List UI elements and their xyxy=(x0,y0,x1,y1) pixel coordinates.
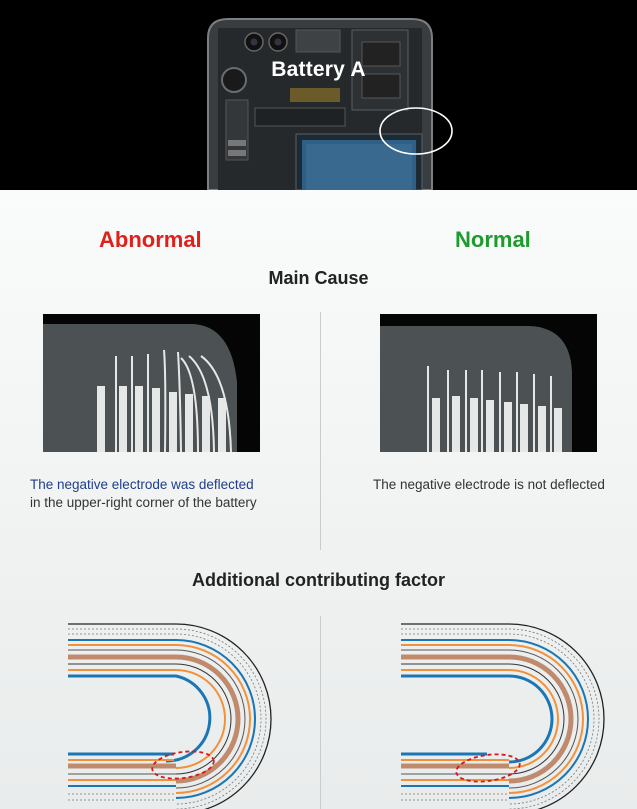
phone-photo-panel: Battery A xyxy=(0,0,637,191)
abnormal-caption-detail: in the upper-right corner of the battery xyxy=(30,495,257,510)
phone-illustration xyxy=(207,18,453,191)
comparison-panel xyxy=(0,190,637,809)
abnormal-layer-diagram xyxy=(68,623,272,809)
abnormal-xray-image xyxy=(43,314,260,452)
main-cause-title: Main Cause xyxy=(268,268,369,288)
additional-factor-title: Additional contributing factor xyxy=(192,570,445,590)
abnormal-caption: The negative electrode was deflected in … xyxy=(30,476,257,512)
abnormal-heading: Abnormal xyxy=(99,227,202,252)
column-divider-top xyxy=(320,312,321,550)
normal-heading: Normal xyxy=(455,227,531,252)
abnormal-caption-highlight: The negative electrode was deflected xyxy=(30,477,254,492)
battery-title: Battery A xyxy=(271,58,366,81)
normal-caption: The negative electrode is not deflected xyxy=(373,477,605,492)
normal-layer-diagram xyxy=(401,623,605,809)
column-divider-bottom xyxy=(320,616,321,809)
normal-xray-image xyxy=(380,314,597,452)
